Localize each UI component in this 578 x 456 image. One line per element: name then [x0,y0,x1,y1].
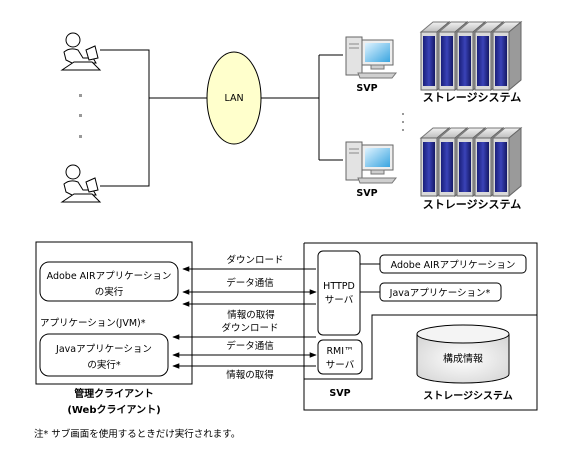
storage-rack-icon-lower [419,126,523,198]
arrow-datacomm-2-label: データ通信 [226,340,274,352]
server-air-app-label: Adobe AIRアプリケーション [391,260,516,271]
user-terminal-icon-lower [60,164,102,203]
footnote: 注* サブ画面を使用するときだけ実行されます。 [34,428,240,440]
arrow-getinfo-2-label: 情報の取得 [226,369,274,381]
svp-bus-line [261,54,343,161]
server-java-app-label: Javaアプリケーション* [389,288,491,299]
arrow-getinfo-1-label: 情報の取得 [227,309,275,321]
vertical-ellipsis-left [79,94,82,138]
storage-caption: ストレージシステム [423,390,513,402]
arrow-datacomm-1-label: データ通信 [226,277,274,289]
rmi-label-line1: RMI™ [326,346,353,357]
server-java-app-box [379,282,502,302]
config-info-label: 構成情報 [443,352,483,365]
client-caption-line1: 管理クライアント [74,387,154,400]
client-java-app-line1: Javaアプリケーション [55,344,152,355]
server-air-app-box [379,254,527,274]
client-caption-line2: (Webクライアント) [67,404,160,416]
svp-label-upper: SVP [356,83,377,94]
svp-region-divider [304,314,537,380]
jvm-label: アプリケーション(JVM)* [40,318,146,329]
vertical-ellipsis-right [402,113,404,131]
client-java-app-line2: の実行* [87,359,121,371]
storage-cabinet [491,20,523,92]
httpd-label-line1: HTTPD [323,281,355,292]
httpd-label-line2: サーバ [325,295,354,306]
storage-label-upper: ストレージシステム [423,91,521,104]
svp-label-lower: SVP [356,188,377,199]
user-terminal-icon-upper [60,32,102,71]
storage-cabinet [491,126,523,198]
svp-caption: SVP [329,388,350,399]
svp-computer-icon-lower [345,141,398,184]
client-air-app-line1: Adobe AIRアプリケーション [47,271,172,282]
lan-label: LAN [224,93,243,104]
client-java-app-box [39,333,169,377]
storage-rack-icon-upper [419,20,523,92]
client-bus-line [100,49,150,187]
arrow-download-1-label: ダウンロード [226,254,283,266]
storage-label-lower: ストレージシステム [423,198,521,211]
client-air-app-box [39,261,179,302]
config-info-database-icon [416,324,510,384]
httpd-server-box [317,250,361,336]
svp-computer-icon-upper [345,36,398,79]
client-air-app-line2: の実行 [95,286,124,298]
rmi-label-line2: サーバ [326,360,355,371]
arrow-download-2-label: ダウンロード [221,322,278,334]
rmi-server-box [317,339,363,375]
